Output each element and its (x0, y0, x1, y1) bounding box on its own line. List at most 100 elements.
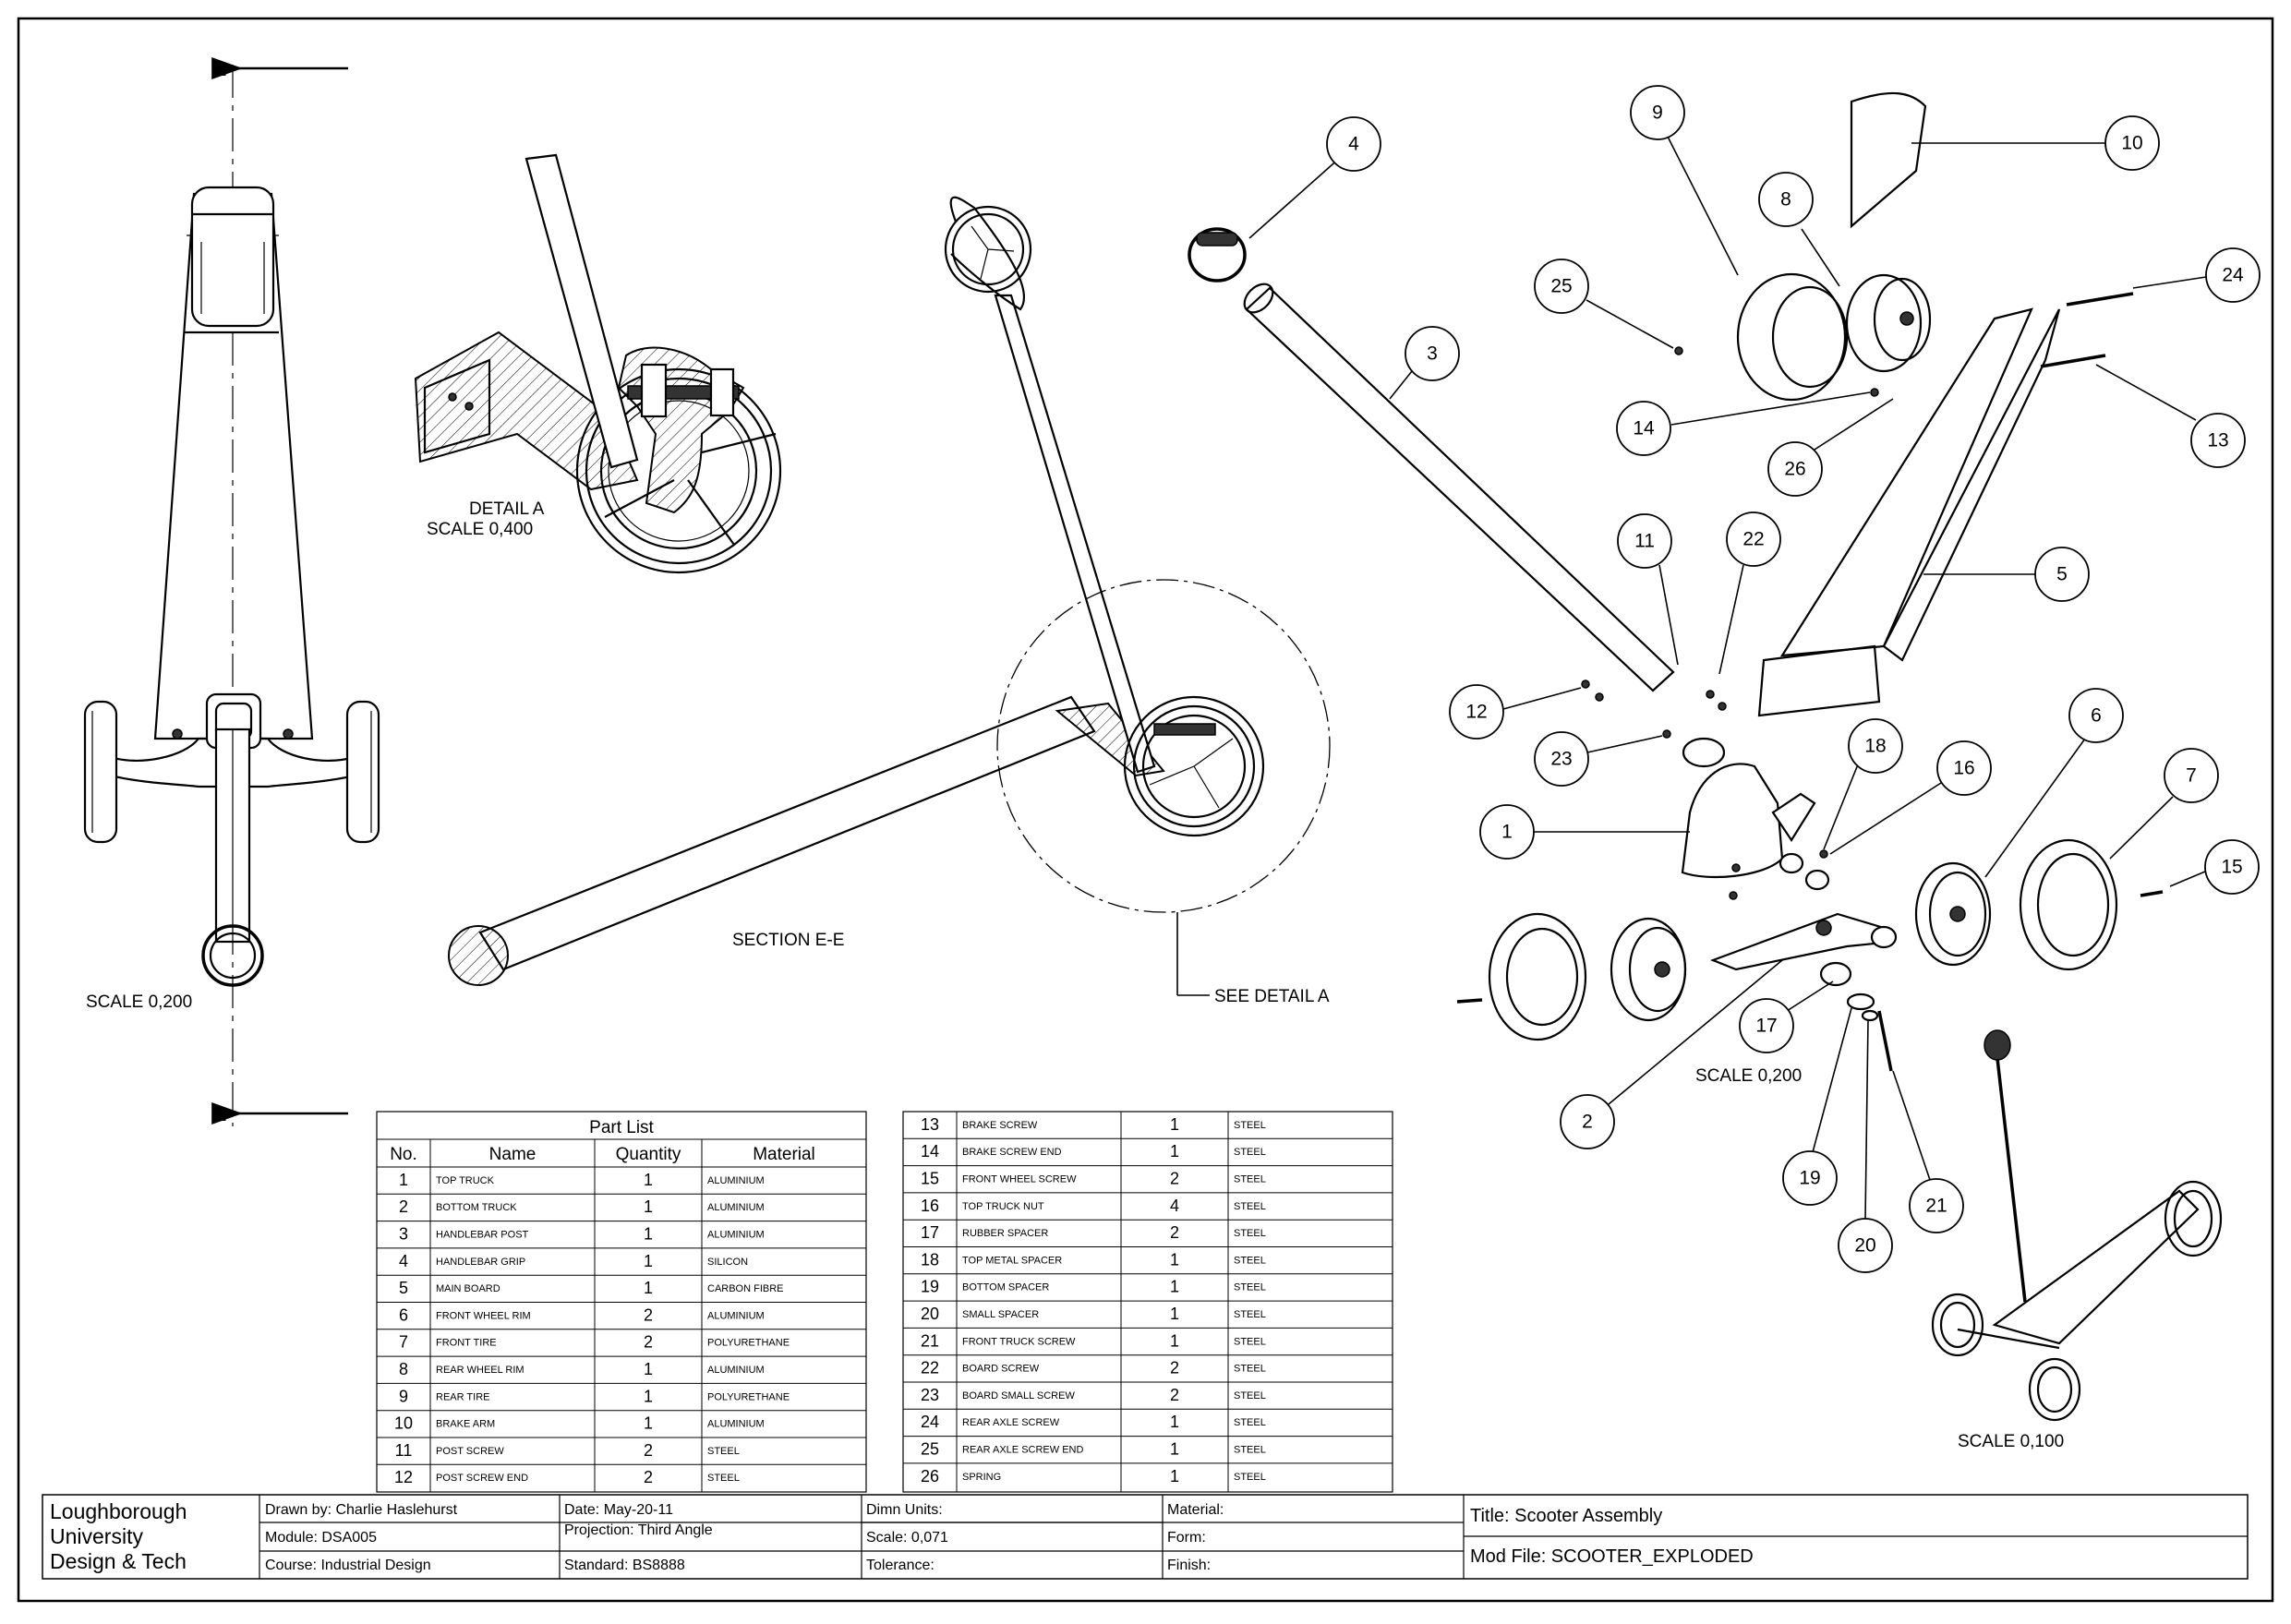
part-row-no: 13 (921, 1115, 939, 1134)
part-front-tire-left (1488, 912, 1587, 1041)
material: Material: (1167, 1502, 1224, 1518)
svg-text:6: 6 (2091, 705, 2102, 727)
org-line-1: Loughborough (50, 1499, 187, 1523)
form: Form: (1167, 1530, 1206, 1546)
drawn-by: Drawn by: Charlie Haslehurst (265, 1502, 458, 1518)
part-handlebar-grip (1188, 227, 1247, 283)
svg-text:2: 2 (1582, 1112, 1593, 1133)
detail-a-view: DETAIL A SCALE 0,400 (414, 153, 782, 574)
part-row-material: STEEL (1234, 1309, 1266, 1320)
part-row-name: TOP TRUCK NUT (962, 1201, 1044, 1212)
balloon-11: 11 (1617, 513, 1679, 666)
part-row-quantity: 2 (644, 1333, 653, 1352)
part-main-board (1757, 644, 1881, 717)
part-list-title: Part List (589, 1118, 654, 1137)
part-row-quantity: 1 (1170, 1413, 1179, 1431)
part-rear-rim (1845, 273, 1923, 373)
part-row-name: REAR WHEEL RIM (436, 1365, 525, 1376)
part-top-truck (1681, 763, 1784, 879)
svg-text:12: 12 (1465, 702, 1487, 723)
part-row-name: HANDLEBAR GRIP (436, 1257, 525, 1268)
part-row-no: 25 (921, 1440, 939, 1459)
balloon-3: 3 (1389, 326, 1460, 400)
part-row-quantity: 1 (1170, 1142, 1179, 1161)
scale: Scale: 0,071 (866, 1530, 948, 1546)
part-row-material: POLYURETHANE (707, 1338, 790, 1349)
right-front-wheel (345, 700, 380, 844)
part-row-quantity: 1 (644, 1197, 653, 1216)
svg-text:15: 15 (2221, 857, 2242, 878)
balloon-26: 26 (1767, 398, 1894, 497)
part-rear-axle-screw (2066, 292, 2134, 307)
part-row-material: STEEL (1234, 1364, 1266, 1375)
title-block: Loughborough University Design & Tech Dr… (42, 1494, 2249, 1580)
balloon-17: 17 (1739, 980, 1834, 1053)
left-front-wheel (83, 700, 118, 844)
part-row-no: 14 (921, 1142, 939, 1161)
sheet-border (17, 17, 2274, 1603)
section-title: SECTION E-E (732, 931, 844, 950)
part-row-material: CARBON FIBRE (707, 1283, 784, 1294)
part-row-quantity: 1 (1170, 1305, 1179, 1323)
balloon-12: 12 (1449, 684, 1582, 740)
part-front-rim-left (1610, 917, 1687, 1022)
part-row-name: TOP METAL SPACER (962, 1255, 1062, 1266)
svg-text:23: 23 (1550, 749, 1572, 770)
svg-text:14: 14 (1633, 418, 1655, 439)
finish: Finish: (1167, 1558, 1211, 1573)
balloon-7: 7 (2109, 748, 2219, 860)
part-row-no: 3 (399, 1225, 408, 1244)
part-front-tire-right (2019, 838, 2118, 971)
iso-scale: SCALE 0,100 (1958, 1432, 2064, 1451)
balloon-20: 20 (1838, 1019, 1893, 1273)
iso-board (1992, 1189, 2200, 1345)
col-header-material: Material (753, 1145, 815, 1164)
part-row-no: 22 (921, 1359, 939, 1377)
part-row-no: 26 (921, 1467, 939, 1486)
svg-text:9: 9 (1652, 102, 1663, 124)
svg-text:26: 26 (1784, 459, 1805, 480)
part-row-no: 20 (921, 1305, 939, 1323)
detail-a-title: DETAIL A (469, 499, 545, 519)
part-front-truck-screw (1877, 1010, 1893, 1072)
svg-text:13: 13 (2207, 430, 2228, 451)
part-row-material: STEEL (1234, 1336, 1266, 1347)
org-line-3: Design & Tech (50, 1549, 187, 1573)
part-row-quantity: 1 (644, 1171, 653, 1189)
balloon-19: 19 (1782, 1007, 1852, 1206)
part-row-no: 24 (921, 1413, 939, 1431)
part-row-name: MAIN BOARD (436, 1283, 500, 1294)
standard: Standard: BS8888 (564, 1558, 685, 1573)
balloon-14: 14 (1616, 391, 1871, 456)
balloon-6: 6 (1984, 688, 2124, 878)
section-e-e-view: SEE DETAIL A SECTION E-E (448, 196, 1331, 1006)
part-row-quantity: 1 (644, 1414, 653, 1433)
detail-a-scale: SCALE 0,400 (427, 520, 533, 539)
svg-text:24: 24 (2222, 265, 2244, 286)
svg-text:10: 10 (2121, 133, 2142, 154)
svg-text:8: 8 (1780, 189, 1791, 211)
section-marker-top: E (214, 60, 226, 80)
balloon-18: 18 (1823, 718, 1903, 850)
part-row-no: 10 (394, 1414, 413, 1433)
svg-text:16: 16 (1953, 758, 1974, 779)
part-bottom-truck (1709, 912, 1895, 971)
part-row-name: BOARD SCREW (962, 1364, 1040, 1375)
section-grip (448, 925, 509, 986)
part-row-quantity: 1 (1170, 1278, 1179, 1296)
part-row-name: BRAKE SCREW (962, 1120, 1038, 1131)
part-row-material: STEEL (1234, 1472, 1266, 1483)
col-header-name: Name (489, 1145, 537, 1164)
part-row-name: POST SCREW (436, 1446, 504, 1457)
balloon-24: 24 (2132, 247, 2261, 303)
part-row-no: 7 (399, 1333, 408, 1352)
iso-post (1993, 1033, 2027, 1303)
svg-text:25: 25 (1550, 276, 1572, 297)
part-row-quantity: 2 (644, 1305, 653, 1324)
balloon-21: 21 (1892, 1070, 1964, 1233)
section-wheel (1123, 695, 1265, 837)
part-front-wheel-screw (1456, 998, 1483, 1004)
balloon-5: 5 (1923, 547, 2090, 602)
rear-wheel-front (190, 186, 275, 328)
